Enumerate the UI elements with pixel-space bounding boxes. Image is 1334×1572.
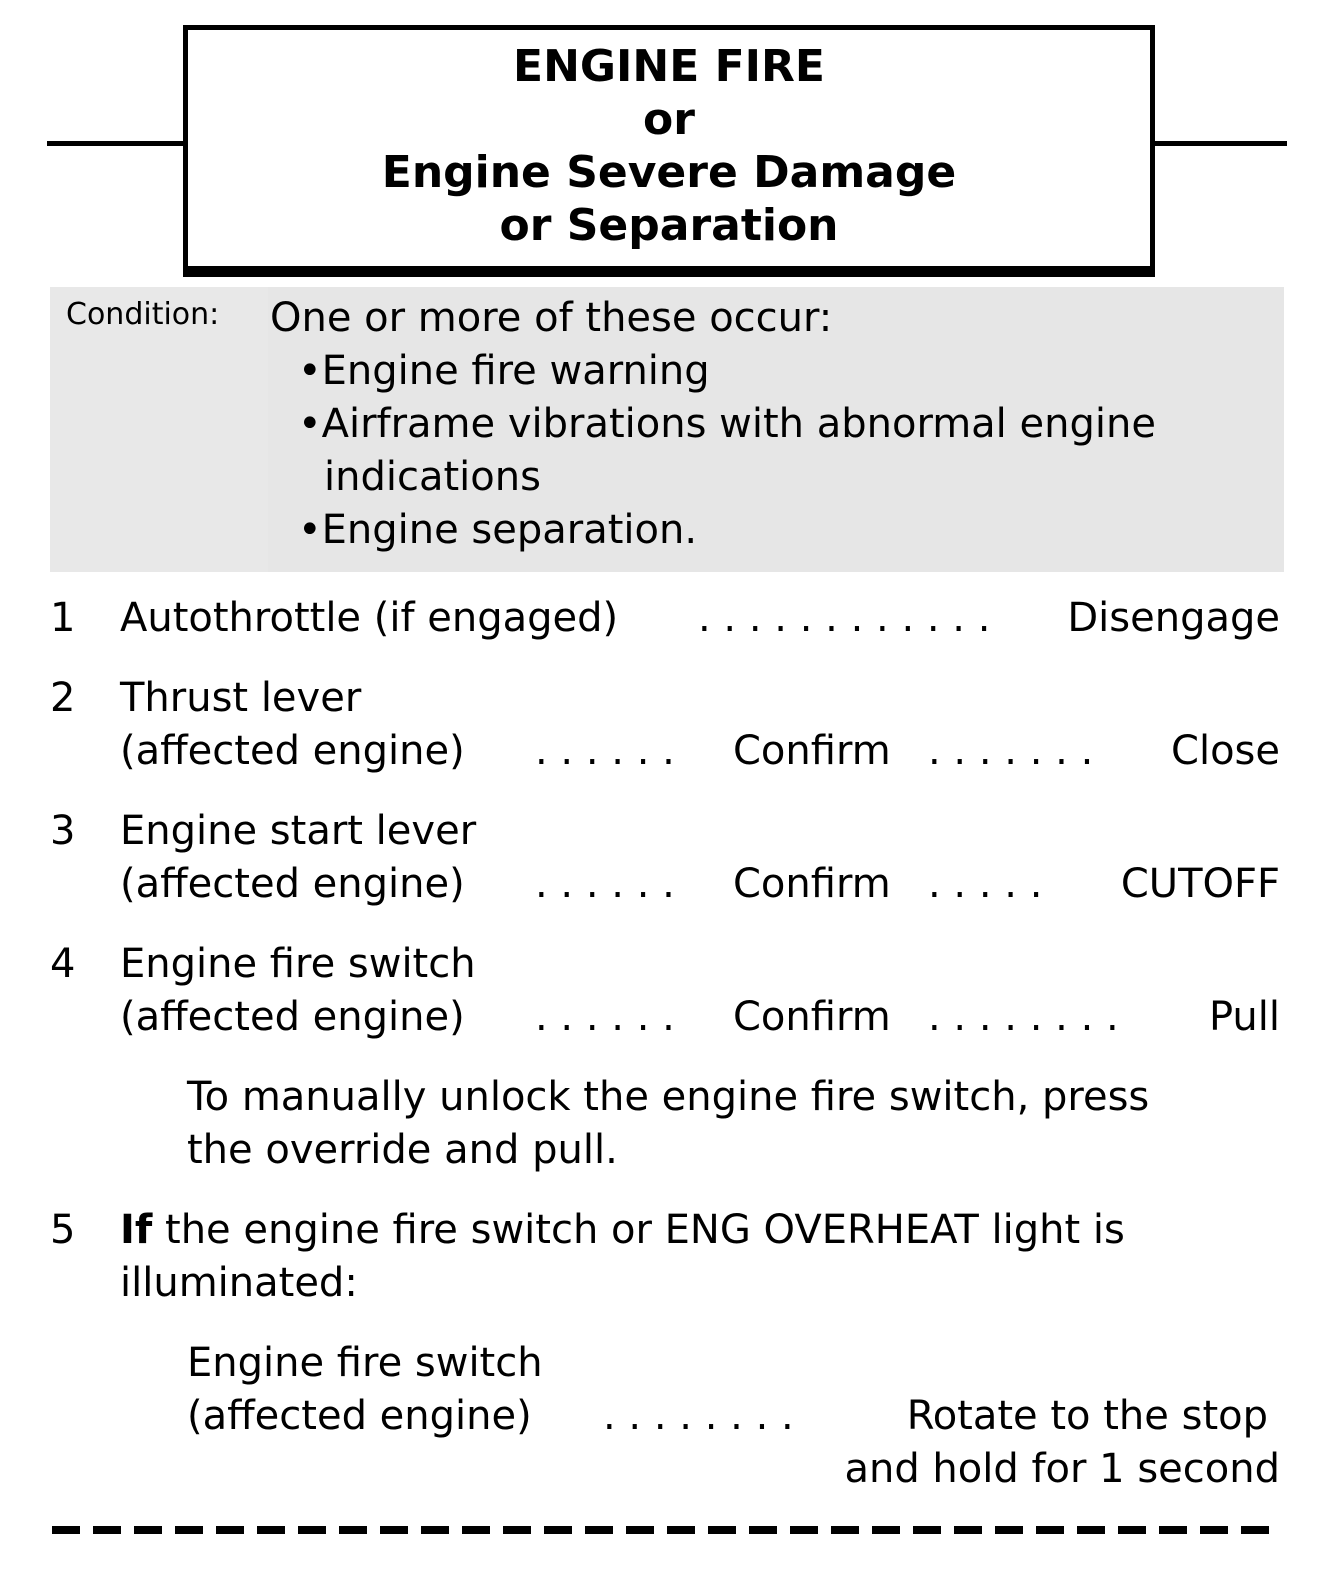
dot-leader: . . . . . . . . . . . . [698, 595, 991, 641]
step-confirm: Confirm [733, 994, 891, 1040]
condition-box: Condition: One or more of these occur: •… [50, 287, 1284, 572]
title-rule-right [1155, 141, 1287, 146]
step-condition-cont: illuminated: [120, 1260, 358, 1306]
condition-bullet: •Engine separation. [298, 507, 698, 553]
step-subitem: (affected engine) [187, 1393, 532, 1439]
step-number: 2 [50, 675, 76, 721]
condition-intro: One or more of these occur: [270, 295, 833, 341]
step-item: Engine fire switch [120, 941, 476, 987]
condition-text: the engine fire switch or ENG OVERHEAT l… [152, 1207, 1125, 1253]
dot-leader: . . . . . [928, 861, 1043, 907]
condition-text-column [268, 287, 1284, 572]
step-number: 1 [50, 595, 76, 641]
step-action: Rotate to the stop [906, 1393, 1268, 1439]
title-line: ENGINE FIRE [513, 41, 825, 92]
step-number: 3 [50, 808, 76, 854]
step-number: 5 [50, 1207, 76, 1253]
title-line: or Separation [499, 200, 839, 251]
step-item: Engine start lever [120, 808, 477, 854]
dot-leader: . . . . . . [535, 861, 675, 907]
step-confirm: Confirm [733, 861, 891, 907]
step-item: Engine fire switch [187, 1340, 543, 1386]
step-confirm: Confirm [733, 728, 891, 774]
step-item: Thrust lever [120, 675, 362, 721]
dot-leader: . . . . . . . [928, 728, 1094, 774]
step-subitem: (affected engine) [120, 994, 465, 1040]
step-action: Close [1171, 728, 1280, 774]
step-condition: If the engine fire switch or ENG OVERHEA… [120, 1204, 1125, 1257]
condition-bullet: •Engine fire warning [298, 348, 710, 394]
condition-bullet-cont: indications [324, 454, 541, 500]
step-action: Disengage [1067, 595, 1280, 641]
step-number: 4 [50, 941, 76, 987]
step-action: Pull [1209, 994, 1280, 1040]
condition-label: Condition: [66, 297, 220, 332]
dot-leader: . . . . . . [535, 728, 675, 774]
title-line: Engine Severe Damage [381, 147, 957, 198]
step-note: the override and pull. [187, 1127, 618, 1173]
dot-leader: . . . . . . . . [603, 1393, 794, 1439]
title-line: or [643, 94, 695, 145]
step-note: To manually unlock the engine fire switc… [187, 1074, 1150, 1120]
step-subitem: (affected engine) [120, 728, 465, 774]
continuation-dashed-rule [52, 1526, 1282, 1534]
step-action: CUTOFF [1120, 861, 1280, 907]
dot-leader: . . . . . . [535, 994, 675, 1040]
title-rule-left [47, 141, 183, 146]
step-item: Autothrottle (if engaged) [120, 595, 619, 641]
condition-bullet: •Airframe vibrations with abnormal engin… [298, 401, 1156, 447]
if-keyword: If [120, 1207, 153, 1253]
dot-leader: . . . . . . . . [928, 994, 1119, 1040]
step-action-cont: and hold for 1 second [844, 1446, 1280, 1492]
step-subitem: (affected engine) [120, 861, 465, 907]
checklist-title-box: ENGINE FIRE or Engine Severe Damage or S… [183, 25, 1155, 277]
